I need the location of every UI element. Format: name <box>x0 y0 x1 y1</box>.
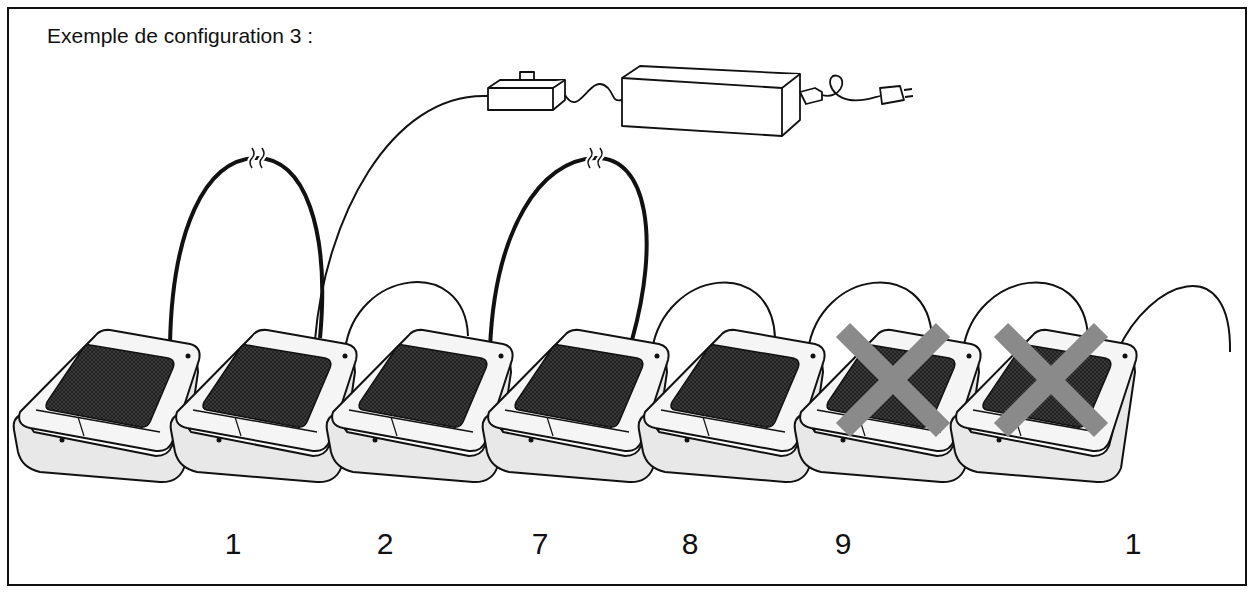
cables <box>170 96 1230 352</box>
excluded-mark <box>843 330 1101 430</box>
pedal-number: 8 <box>682 529 699 559</box>
pedal-number: 9 <box>835 529 852 559</box>
power-adapter <box>488 66 913 136</box>
figure-title: Exemple de configuration 3 : <box>47 25 313 46</box>
foot-pedals <box>14 330 1137 482</box>
pedal-number: 2 <box>377 529 394 559</box>
pedal-number: 1 <box>225 529 242 559</box>
pedal-number: 7 <box>532 529 549 559</box>
pedal-number: 1 <box>1125 529 1142 559</box>
